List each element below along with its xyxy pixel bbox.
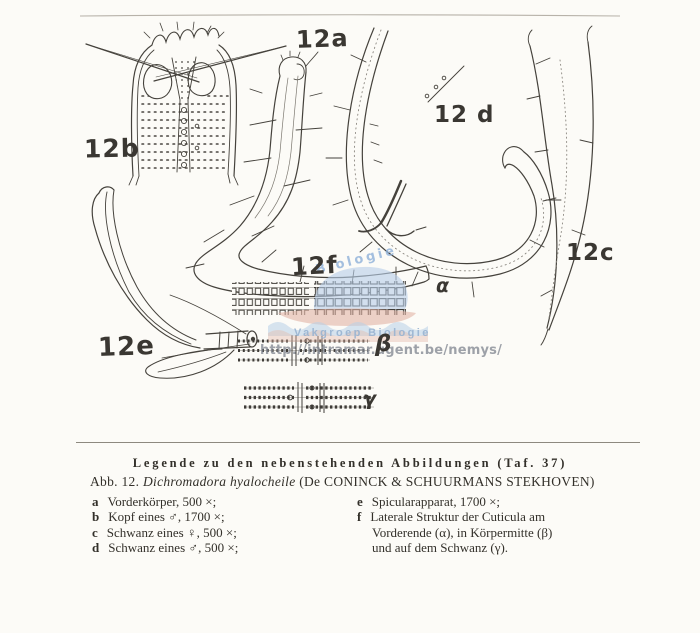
caption-authority: (De CONINCK & SCHUURMANS STEKHOVEN) [299,474,595,489]
item-text-line2: Vorderende (α), in Körpermitte (β) [372,524,553,540]
pattern-label-beta: β [375,331,392,357]
caption-species-name: Dichromadora hyalocheile [142,474,296,489]
item-text: Vorderkörper, 500 ×; [107,494,217,509]
legend-item-b: b Kopf eines ♂, 1700 ×; [92,509,354,524]
drawing-12f-beta-pattern [238,335,370,366]
ship-hull [278,308,416,326]
item-text: Laterale Struktur der Cuticula am [370,509,546,525]
figure-label-12b: 12b [83,133,140,164]
figure-label-12d: 12 d [434,102,495,128]
item-key: c [92,524,98,540]
figure-label-12a: 12a [295,24,350,54]
legend-item-c: c Schwanz eines ♀, 500 ×; [92,525,354,540]
watermark-organization: Vakgroep Biologie [294,327,431,339]
legend-divider-rule [76,442,640,444]
figure-label-12f: 12f [290,250,339,282]
item-text: Schwanz eines ♂, 500 ×; [108,540,239,556]
item-text-line3: und auf dem Schwanz (γ). [372,540,509,556]
legend-item-d: d Schwanz eines ♂, 500 ×; [92,540,354,555]
legend-title: Legende zu den nebenstehenden Abbildunge… [132,456,568,470]
pattern-label-gamma: γ [363,388,376,410]
item-key: a [92,494,99,509]
item-key: d [92,540,100,556]
item-key: e [357,494,363,509]
pattern-label-alpha: α [436,275,450,297]
drawing-12f-gamma-pattern [244,382,374,413]
legend-column-left: a Vorderkörper, 500 ×; b Kopf eines ♂, 170… [92,494,354,556]
item-key: b [92,509,100,525]
drawing-12e-spicule [91,186,258,379]
drawing-12d-tail [325,27,562,298]
item-text: Schwanz eines ♀, 500 ×; [106,524,237,540]
figure-plate [79,14,621,413]
item-text: Spicularapparat, 1700 ×; [371,494,501,509]
legend-item-f: f Laterale Struktur der Cuticula am Vorde… [357,509,657,555]
figure-caption: Abb. 12. Dichromadora hyalocheile (De CO… [90,474,670,490]
ship-waves-lower [268,330,428,342]
drawing-12c-tail [526,25,594,346]
ship-sail [313,266,408,309]
legend-column-right: e Spicularapparat, 1700 ×; f Laterale Stru… [357,494,657,556]
legend-item-e: e Spicularapparat, 1700 ×; [357,494,657,509]
ship-watermark-logo [268,266,428,342]
top-rule [79,14,621,17]
caption-prefix: Abb. 12. [90,474,140,489]
watermark-url: http://intramar.ugent.be/nemys/ [260,343,503,358]
item-text: Kopf eines ♂, 1700 ×; [108,509,225,525]
ship-waves [268,322,428,336]
figure-label-12c: 12c [566,240,615,266]
item-key: f [357,509,362,525]
legend-item-a: a Vorderkörper, 500 ×; [92,494,354,509]
drawing-12b-head [85,21,287,186]
figure-label-12e: 12e [97,331,156,363]
